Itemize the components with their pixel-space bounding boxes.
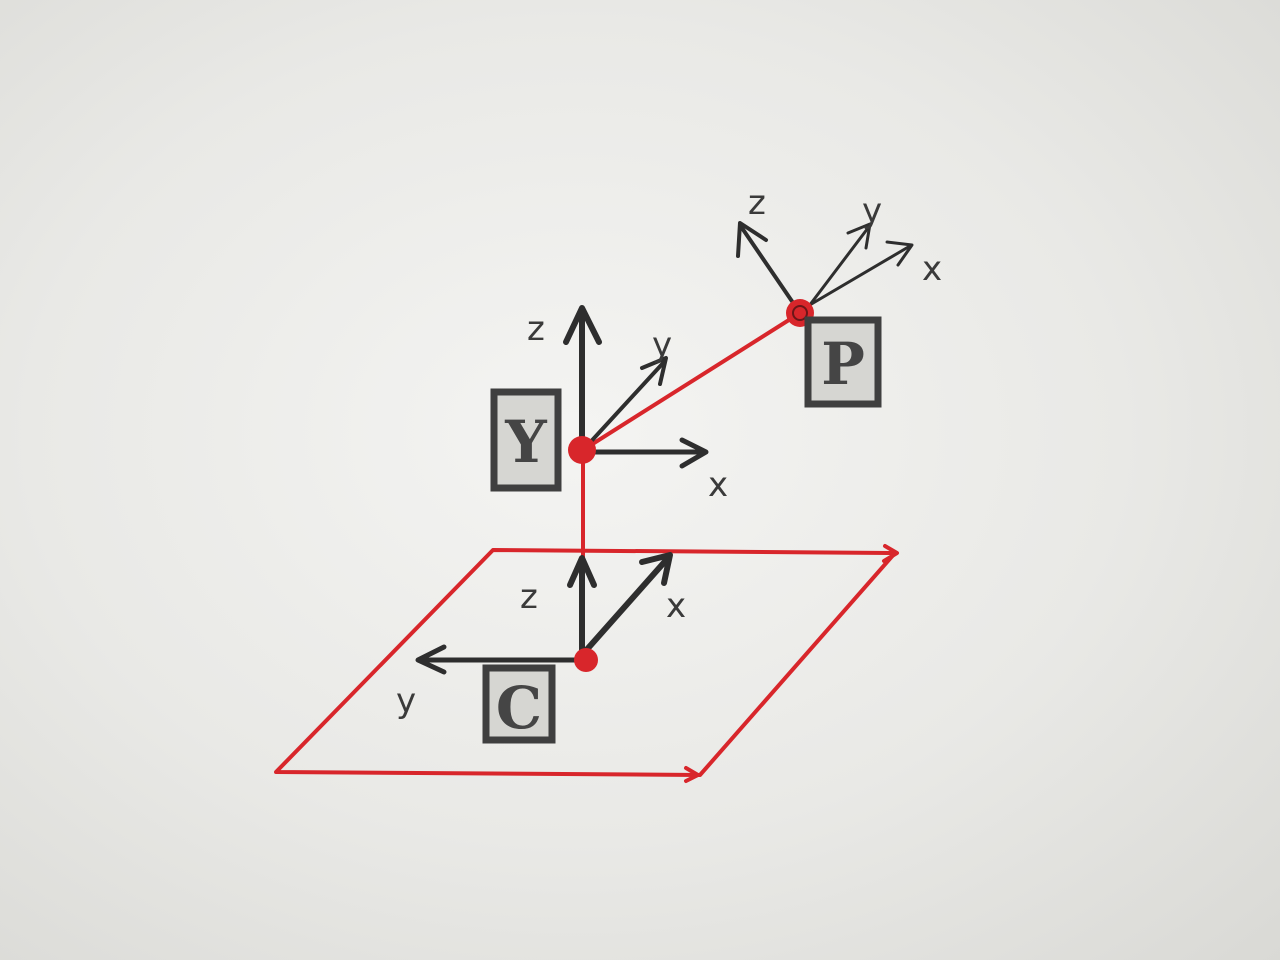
base-frame: z x y C: [396, 552, 686, 744]
base-y-arrowhead: [415, 644, 447, 675]
joint-label-box: [490, 388, 562, 492]
end-frame: z y x P: [736, 183, 942, 408]
end-y-arrowhead: [846, 222, 872, 250]
end-x-label: x: [922, 249, 942, 289]
end-z-arrowhead: [736, 221, 768, 258]
base-y-label: y: [396, 681, 416, 721]
base-x-arrowhead: [639, 552, 673, 586]
joint-x-label: x: [708, 465, 728, 505]
joint-y-axis: [583, 360, 666, 450]
joint-origin-point: [568, 436, 596, 464]
end-x-axis: [806, 244, 912, 308]
end-z-axis: [740, 226, 802, 315]
joint-frame: z y x Y: [490, 305, 728, 505]
end-y-label: y: [862, 191, 882, 231]
joint-y-label: y: [652, 325, 672, 365]
joint-y-arrowhead: [640, 356, 668, 386]
end-origin-ring: [792, 305, 808, 321]
end-box-letter: P: [821, 330, 865, 398]
end-z-label: z: [748, 183, 766, 223]
base-box-letter: C: [496, 674, 542, 742]
base-x-label: x: [666, 586, 686, 626]
joint-z-label: z: [527, 309, 545, 349]
ground-plane: [274, 544, 899, 783]
base-z-label: z: [520, 577, 538, 617]
base-label-box: [482, 664, 556, 744]
link-joint-to-end: [581, 311, 802, 452]
end-label-box: [804, 316, 882, 408]
joint-box-letter: Y: [504, 408, 547, 476]
joint-z-arrowhead: [563, 305, 602, 345]
end-y-axis: [804, 226, 870, 312]
end-x-arrowhead: [885, 240, 914, 267]
base-z-arrowhead: [567, 555, 597, 588]
base-origin-point: [574, 648, 598, 672]
base-x-axis: [579, 555, 671, 658]
joint-x-arrowhead: [679, 437, 709, 469]
